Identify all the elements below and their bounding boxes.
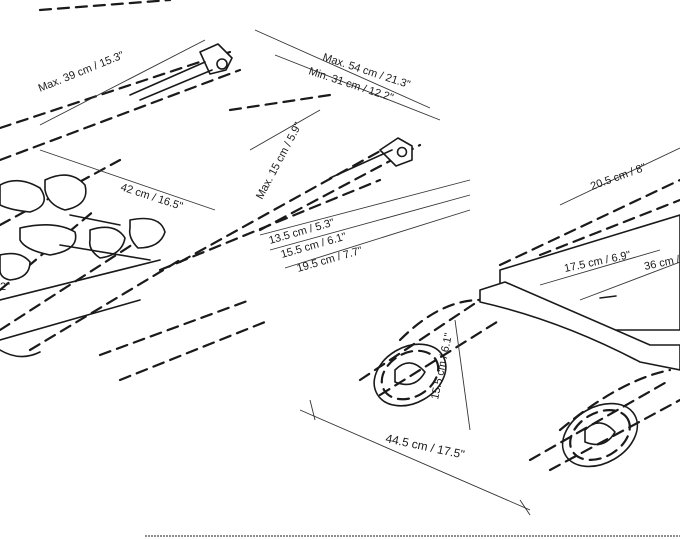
base-width-label: 44.5 cm / 17.5" [384, 431, 465, 461]
max-height-label: Max. 15 cm / 5.9" [254, 120, 305, 201]
right-base-assembly [358, 178, 680, 472]
mount-width-label: 42 cm / 16.5" [119, 181, 184, 212]
left-dimension-lines [39, 29, 471, 269]
base-height-label: 15.5 cm / 6.1" [429, 332, 455, 401]
side-left-label: 2" [0, 281, 10, 293]
middle-clamp-bracket [329, 137, 413, 179]
left-tray-edge [0, 299, 141, 358]
right-dimension-lines [299, 147, 680, 516]
right-top-label: 20.5 cm / 8" [589, 162, 648, 193]
arm-joints [0, 174, 166, 301]
top-clamp-bracket [129, 43, 233, 101]
